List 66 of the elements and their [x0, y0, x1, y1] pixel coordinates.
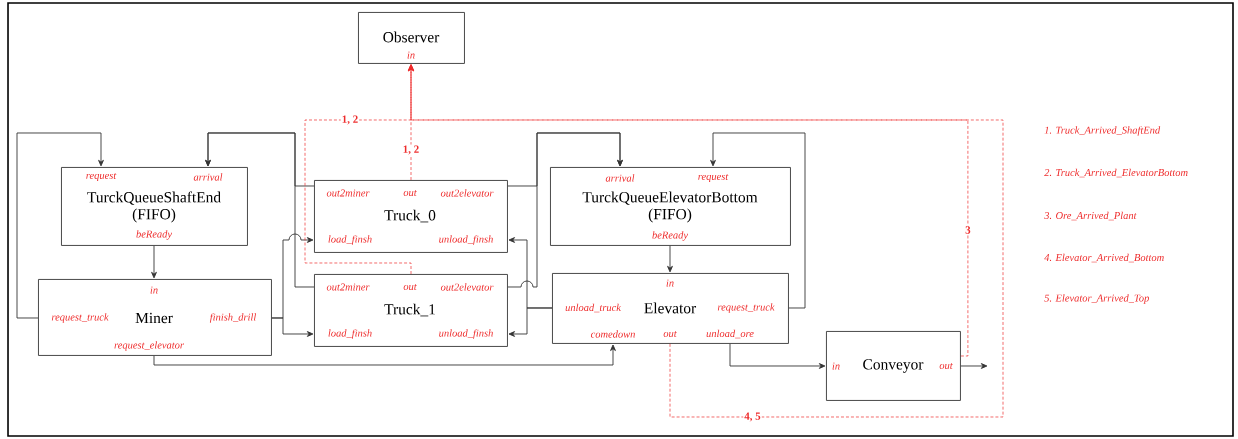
event-note: 5. Elevator_Arrived_Top	[1044, 294, 1149, 304]
elevator-box	[552, 273, 789, 344]
port-label: finish_drill	[209, 313, 257, 323]
port-label: arrival	[605, 174, 635, 182]
connector	[151, 245, 157, 279]
model-name: Conveyor	[863, 359, 924, 373]
connector	[508, 307, 553, 337]
connector	[205, 132, 315, 288]
port-label: load_finsh	[328, 329, 372, 339]
connector	[729, 343, 826, 369]
port-label: unload_finsh	[439, 329, 493, 339]
connector	[710, 132, 806, 309]
port-label: request	[698, 173, 729, 183]
queue-box	[550, 167, 791, 246]
port-label: out2elevator	[440, 189, 494, 197]
edge-label: 4, 5	[743, 411, 762, 423]
observer-box	[358, 12, 465, 64]
port-label: in	[832, 362, 840, 370]
event-note: 3. Ore_Arrived_Plant	[1044, 211, 1137, 221]
port-label: out	[403, 284, 417, 290]
connector	[271, 317, 314, 337]
connector	[507, 132, 623, 288]
truck-box	[314, 180, 508, 253]
port-label: beReady	[136, 230, 172, 240]
event-note: 4. Elevator_Arrived_Bottom	[1044, 253, 1164, 263]
port-label: request_truck	[51, 313, 109, 323]
connector	[960, 363, 988, 369]
port-label: in	[150, 286, 158, 294]
port-label: out	[939, 363, 953, 369]
port-label: unload_ore	[706, 329, 754, 339]
port-label: unload_truck	[565, 303, 622, 313]
port-label: arrival	[193, 173, 223, 181]
miner-box	[38, 279, 272, 356]
port-label: in	[666, 279, 674, 287]
port-label: comedown	[590, 330, 635, 338]
connector	[667, 245, 673, 273]
edge-label: 3	[964, 225, 972, 235]
conveyor-box	[826, 331, 961, 401]
port-label: request_truck	[717, 303, 775, 313]
port-label: request_elevator	[114, 341, 184, 351]
connector	[408, 64, 1004, 418]
port-label: out	[663, 331, 677, 337]
model-name: TurckQueueElevatorBottom (FIFO)	[582, 191, 758, 223]
port-label: out2elevator	[440, 283, 494, 291]
model-name: Miner	[135, 312, 173, 324]
port-label: out2miner	[326, 189, 370, 197]
model-name: TurckQueueShaftEnd (FIFO)	[87, 191, 221, 223]
port-label: in	[407, 51, 415, 59]
truck-box	[314, 274, 508, 347]
edge-label: 1, 2	[340, 114, 360, 126]
port-label: load_finsh	[328, 235, 372, 245]
port-label: request	[86, 172, 117, 182]
model-name: Truck_1	[384, 303, 435, 317]
edge-label: 1, 2	[401, 144, 421, 156]
connector	[153, 344, 616, 366]
model-name: Observer	[383, 31, 440, 43]
port-label: beReady	[652, 231, 688, 241]
event-note: 2. Truck_Arrived_ElevatorBottom	[1044, 168, 1188, 178]
port-label: unload_finsh	[439, 235, 493, 245]
queue-box	[61, 167, 248, 246]
connector	[16, 132, 104, 319]
model-name: Truck_0	[384, 209, 436, 223]
port-label: out	[403, 190, 417, 196]
event-note: 1. Truck_Arrived_ShaftEnd	[1044, 126, 1161, 136]
model-name: Elevator	[644, 302, 697, 314]
port-label: out2miner	[326, 283, 370, 291]
